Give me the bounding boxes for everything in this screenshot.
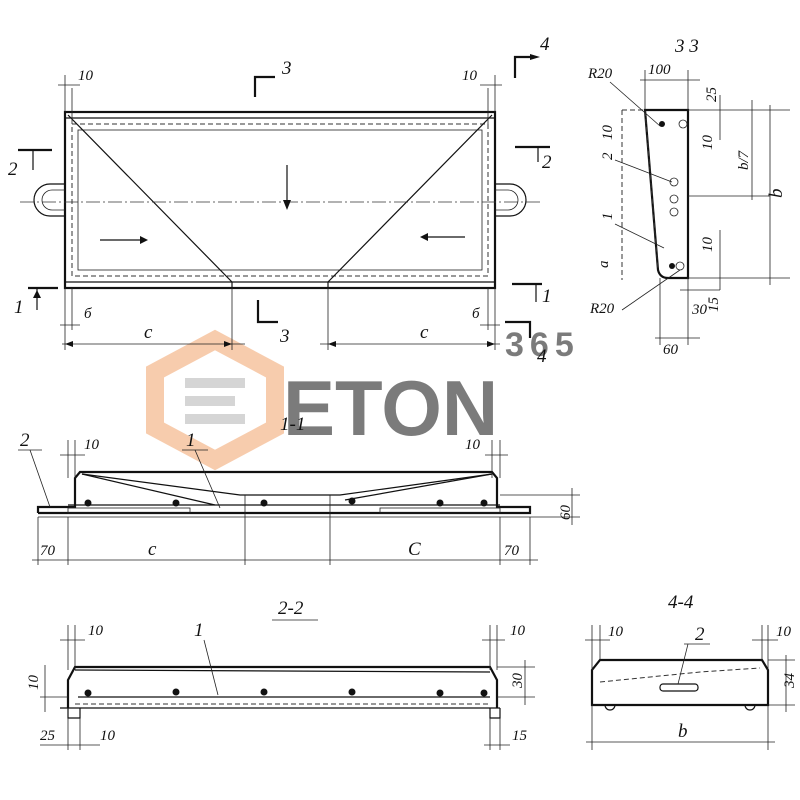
svg-text:1: 1 [14, 297, 24, 318]
lifting-loop-left-icon [33, 183, 65, 217]
s44-dim-height: 34 [782, 673, 798, 690]
s44-callout-2: 2 [695, 624, 705, 645]
s33-dim-base: 60 [663, 342, 679, 358]
svg-text:2: 2 [542, 152, 552, 173]
s11-dim-left-span: c [148, 539, 157, 560]
plan-outline [63, 110, 497, 290]
section-mark-1-right: 1 [512, 282, 552, 307]
s11-dim-right-overhang: 70 [504, 543, 520, 559]
s11-callout-1: 1 [186, 430, 196, 451]
plan-view: 10 10 3 3 4 4 2 [8, 34, 552, 367]
s33-dim-top-offset: 25 [704, 87, 720, 103]
s11-callout-2: 2 [20, 430, 30, 451]
watermark-number: 365 [505, 326, 580, 364]
section-mark-2-right: 2 [515, 145, 552, 173]
s33-dim-bottom-h: 15 [706, 297, 722, 313]
plan-diagonal-left [67, 114, 233, 283]
s33-dim-h-frac: b/7 [736, 149, 752, 170]
s33-dim-total: b [766, 189, 787, 199]
s33-dim-rebar-spacing: 10 [700, 135, 716, 151]
plan-inner-dashed [71, 123, 489, 277]
s44-outline [590, 658, 770, 707]
s22-outline [66, 665, 499, 708]
svg-text:1: 1 [542, 286, 552, 307]
plan-dim-left-edge: 10 [78, 68, 94, 84]
watermark: ETON 365 [146, 326, 580, 471]
s22-dim-left-bottom-a: 25 [40, 728, 56, 744]
section-4-4: 4-4 2 10 10 34 b [585, 592, 798, 750]
s22-dim-right-side: 30 [510, 673, 526, 690]
s11-dim-height: 60 [558, 505, 574, 521]
s22-dim-left-side: 10 [26, 675, 42, 691]
s22-dim-left-bottom-b: 10 [100, 728, 116, 744]
section-4-4-title: 4-4 [668, 592, 694, 613]
arrow-down-icon [283, 165, 291, 210]
svg-text:4: 4 [540, 34, 550, 55]
watermark-text: ETON [283, 364, 498, 452]
section-mark-4-top: 4 [513, 34, 550, 78]
svg-text:4: 4 [537, 346, 547, 367]
s44-dim-width: b [678, 721, 688, 742]
svg-text:3: 3 [279, 326, 290, 347]
plan-dim-left-bottom: б [84, 306, 92, 322]
s33-dim-bottom-w: 30 [691, 302, 708, 318]
section-3-3-title: 3 3 [674, 36, 699, 57]
s22-dim-right-bottom: 15 [512, 728, 528, 744]
arrow-left-icon [420, 233, 465, 241]
arrow-right-icon [100, 236, 148, 244]
s44-dim-right-top: 10 [776, 624, 792, 640]
section-mark-2-left: 2 [8, 148, 52, 180]
s11-dim-right-top: 10 [465, 437, 481, 453]
svg-text:2: 2 [8, 159, 18, 180]
watermark-logo-icon [146, 329, 284, 471]
s44-dim-left-top: 10 [608, 624, 624, 640]
s33-callout-2b: 10 [600, 125, 616, 141]
section-1-1: 1-1 2 1 10 10 60 [18, 414, 580, 565]
section-3-3-profile [643, 108, 690, 280]
plan-dim-right-edge: 10 [462, 68, 478, 84]
s11-dim-left-overhang: 70 [40, 543, 56, 559]
section-mark-1-left: 1 [14, 286, 58, 318]
svg-text:3: 3 [281, 58, 292, 79]
s22-dim-left-top: 10 [88, 623, 104, 639]
s33-dim-r-top: R20 [587, 66, 613, 82]
s33-dim-lower-a: a [596, 261, 612, 269]
s11-dim-right-span: C [408, 539, 421, 560]
section-mark-3-bottom: 3 [256, 300, 290, 347]
s33-callout-1: 1 [600, 213, 616, 221]
plan-diagonal-right [327, 114, 493, 283]
plan-dim-right-span: c [420, 322, 429, 343]
s33-callout-2: 2 [600, 152, 616, 160]
section-2-2-title: 2-2 [278, 598, 304, 619]
section-1-1-title: 1-1 [280, 414, 305, 435]
section-2-2: 2-2 1 10 10 10 30 [26, 598, 535, 750]
s11-dim-left-top: 10 [84, 437, 100, 453]
lifting-loop-right-icon [495, 183, 527, 217]
plan-dim-left-span: c [144, 322, 153, 343]
s22-callout-1: 1 [194, 620, 204, 641]
section-mark-3-top: 3 [253, 58, 292, 97]
s22-dim-right-top: 10 [510, 623, 526, 639]
s33-dim-lower-rebar: 10 [700, 237, 716, 253]
section-3-3: 3 3 100 R20 25 10 b/7 b 10 2 10 1 [587, 36, 790, 358]
plan-dim-right-bottom: б [472, 306, 480, 322]
s33-dim-r-bottom: R20 [589, 301, 615, 317]
s33-dim-width-top: 100 [648, 62, 671, 78]
section-mark-4-bottom: 4 [505, 320, 547, 367]
